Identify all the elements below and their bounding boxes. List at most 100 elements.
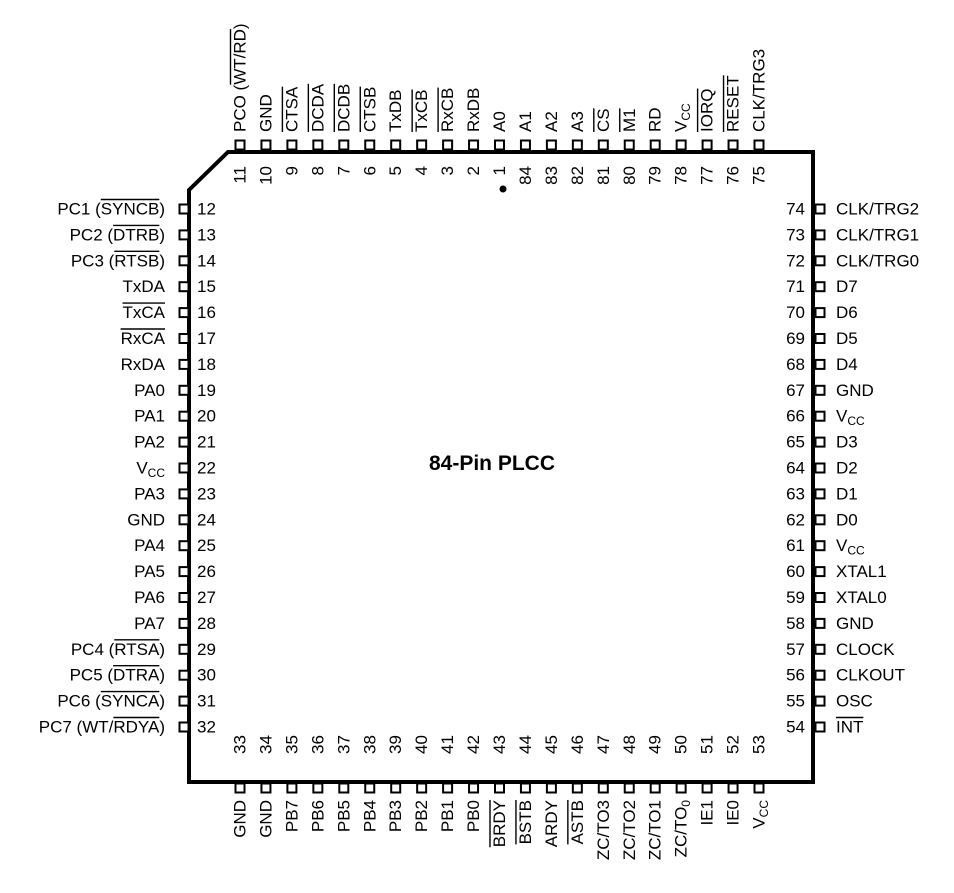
pin-69-number: 69 xyxy=(786,329,805,348)
pin-60-number: 60 xyxy=(786,562,805,581)
pin-70-number: 70 xyxy=(786,303,805,322)
pin-50-label: ZC/TO0 xyxy=(672,800,694,858)
pin-31-number: 31 xyxy=(197,692,216,711)
pin-61-label: VCC xyxy=(836,536,865,558)
pin-27-lead xyxy=(178,592,190,603)
pin-48-number: 48 xyxy=(620,735,639,754)
pin-33-label: GND xyxy=(231,800,250,838)
pin-12-label: PC1 (SYNCB) xyxy=(57,200,165,219)
pin-24-number: 24 xyxy=(197,510,216,529)
pin-75-label: CLK/TRG3 xyxy=(750,49,769,132)
pin-39-number: 39 xyxy=(386,735,405,754)
chip-body-outline xyxy=(187,150,815,784)
pin-40-number: 40 xyxy=(412,735,431,754)
pin-6-number: 6 xyxy=(360,166,379,175)
pin-52-label: IE0 xyxy=(724,800,743,826)
pin-59-number: 59 xyxy=(786,588,805,607)
pin-one-marker-dot xyxy=(499,185,507,193)
pin-62-number: 62 xyxy=(786,510,805,529)
pin-25-label: PA4 xyxy=(134,536,165,555)
pin-46-lead xyxy=(571,782,583,794)
pin-63-label: D1 xyxy=(836,484,858,503)
pin-71-lead xyxy=(814,281,826,293)
pin-80-number: 80 xyxy=(620,166,639,185)
pin-26-lead xyxy=(178,566,190,578)
pin-57-lead xyxy=(814,643,826,655)
pin-49-lead xyxy=(649,782,661,794)
pin-5-number: 5 xyxy=(386,166,405,175)
pin-77-lead xyxy=(701,139,713,151)
pin-52-lead xyxy=(727,782,739,794)
pin-20-lead xyxy=(178,410,190,422)
pin-44-number: 44 xyxy=(516,735,535,754)
pin-66-lead xyxy=(814,410,826,422)
pin-70-label: D6 xyxy=(836,303,858,322)
pin-4-lead xyxy=(416,139,428,151)
pin-30-lead xyxy=(178,669,190,681)
pin-25-lead xyxy=(178,540,190,552)
pin-79-lead xyxy=(649,139,661,151)
pin-84-number: 84 xyxy=(516,166,535,185)
pin-72-lead xyxy=(814,255,826,267)
pin-13-number: 13 xyxy=(197,225,216,244)
pin-8-lead xyxy=(312,139,324,151)
pin-64-lead xyxy=(814,462,826,474)
pin-49-number: 49 xyxy=(646,735,665,754)
pin-44-label: BSTB xyxy=(516,800,535,844)
pin-49-label: ZC/TO1 xyxy=(646,800,665,860)
pin-8-label: DCDA xyxy=(308,83,327,132)
pin-68-lead xyxy=(814,358,826,370)
pin-39-lead xyxy=(390,782,402,794)
pin-20-number: 20 xyxy=(197,407,216,426)
pin-28-lead xyxy=(178,617,190,629)
pin-78-lead xyxy=(675,139,687,151)
pin-63-number: 63 xyxy=(786,484,805,503)
pin-65-lead xyxy=(814,436,826,448)
pin-76-number: 76 xyxy=(724,166,743,185)
pin-18-label: RxDA xyxy=(121,355,166,374)
pin-4-label: TxCB xyxy=(412,90,431,133)
pin-48-label: ZC/TO2 xyxy=(620,800,639,860)
pin-44-lead xyxy=(519,782,531,794)
pin-31-label: PC6 (SYNCA) xyxy=(57,692,165,711)
pin-73-number: 73 xyxy=(786,225,805,244)
pin-78-label: VCC xyxy=(672,103,694,132)
pin-57-number: 57 xyxy=(786,640,805,659)
pin-50-lead xyxy=(675,782,687,794)
pin-19-label: PA0 xyxy=(134,381,165,400)
pin-38-lead xyxy=(364,782,376,794)
pin-34-lead xyxy=(260,782,272,794)
pin-32-number: 32 xyxy=(197,718,216,737)
pin-43-label: BRDY xyxy=(490,800,509,847)
pin-36-label: PB6 xyxy=(308,800,327,832)
pin-41-lead xyxy=(442,782,454,794)
pin-23-lead xyxy=(178,488,190,500)
pin-75-number: 75 xyxy=(750,166,769,185)
pin-12-number: 12 xyxy=(197,200,216,219)
pin-6-label: CTSB xyxy=(360,87,379,132)
pin-22-lead xyxy=(178,462,190,474)
pin-66-number: 66 xyxy=(786,407,805,426)
pin-61-lead xyxy=(814,540,826,552)
pin-34-label: GND xyxy=(256,800,275,838)
pin-72-label: CLK/TRG0 xyxy=(836,251,919,270)
pin-8-number: 8 xyxy=(308,166,327,175)
pin-76-label: RESET xyxy=(724,75,743,132)
pin-67-lead xyxy=(814,384,826,396)
pin-81-lead xyxy=(597,139,609,151)
pin-77-number: 77 xyxy=(698,166,717,185)
pin-65-label: D3 xyxy=(836,433,858,452)
pin-58-number: 58 xyxy=(786,614,805,633)
pin-15-lead xyxy=(178,281,190,293)
pin-30-number: 30 xyxy=(197,666,216,685)
pin-1-number: 1 xyxy=(490,166,509,175)
pin-64-label: D2 xyxy=(836,459,858,478)
pin-56-label: CLKOUT xyxy=(836,666,905,685)
pin-55-number: 55 xyxy=(786,692,805,711)
pin-26-label: PA5 xyxy=(134,562,165,581)
pin-28-number: 28 xyxy=(197,614,216,633)
pin-45-label: ARDY xyxy=(542,800,561,847)
pin-57-label: CLOCK xyxy=(836,640,895,659)
